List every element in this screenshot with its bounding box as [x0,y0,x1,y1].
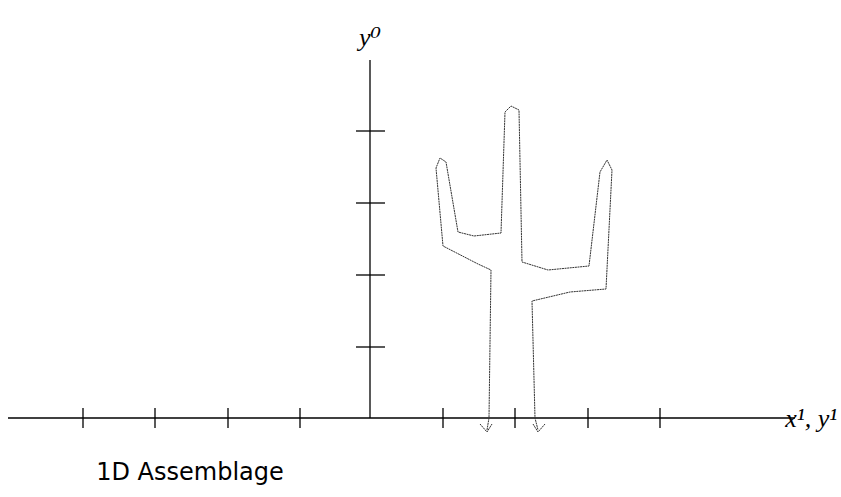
axis-label: x¹, y¹ [785,406,837,432]
horizontal-axis [8,417,795,418]
cactus-figure [436,106,612,432]
vertical-axis [369,60,370,418]
vertical-ticks [356,131,385,347]
horizontal-ticks [83,408,660,428]
axis-label: y⁰ [359,25,381,51]
caption: 1D Assemblage [96,460,284,484]
